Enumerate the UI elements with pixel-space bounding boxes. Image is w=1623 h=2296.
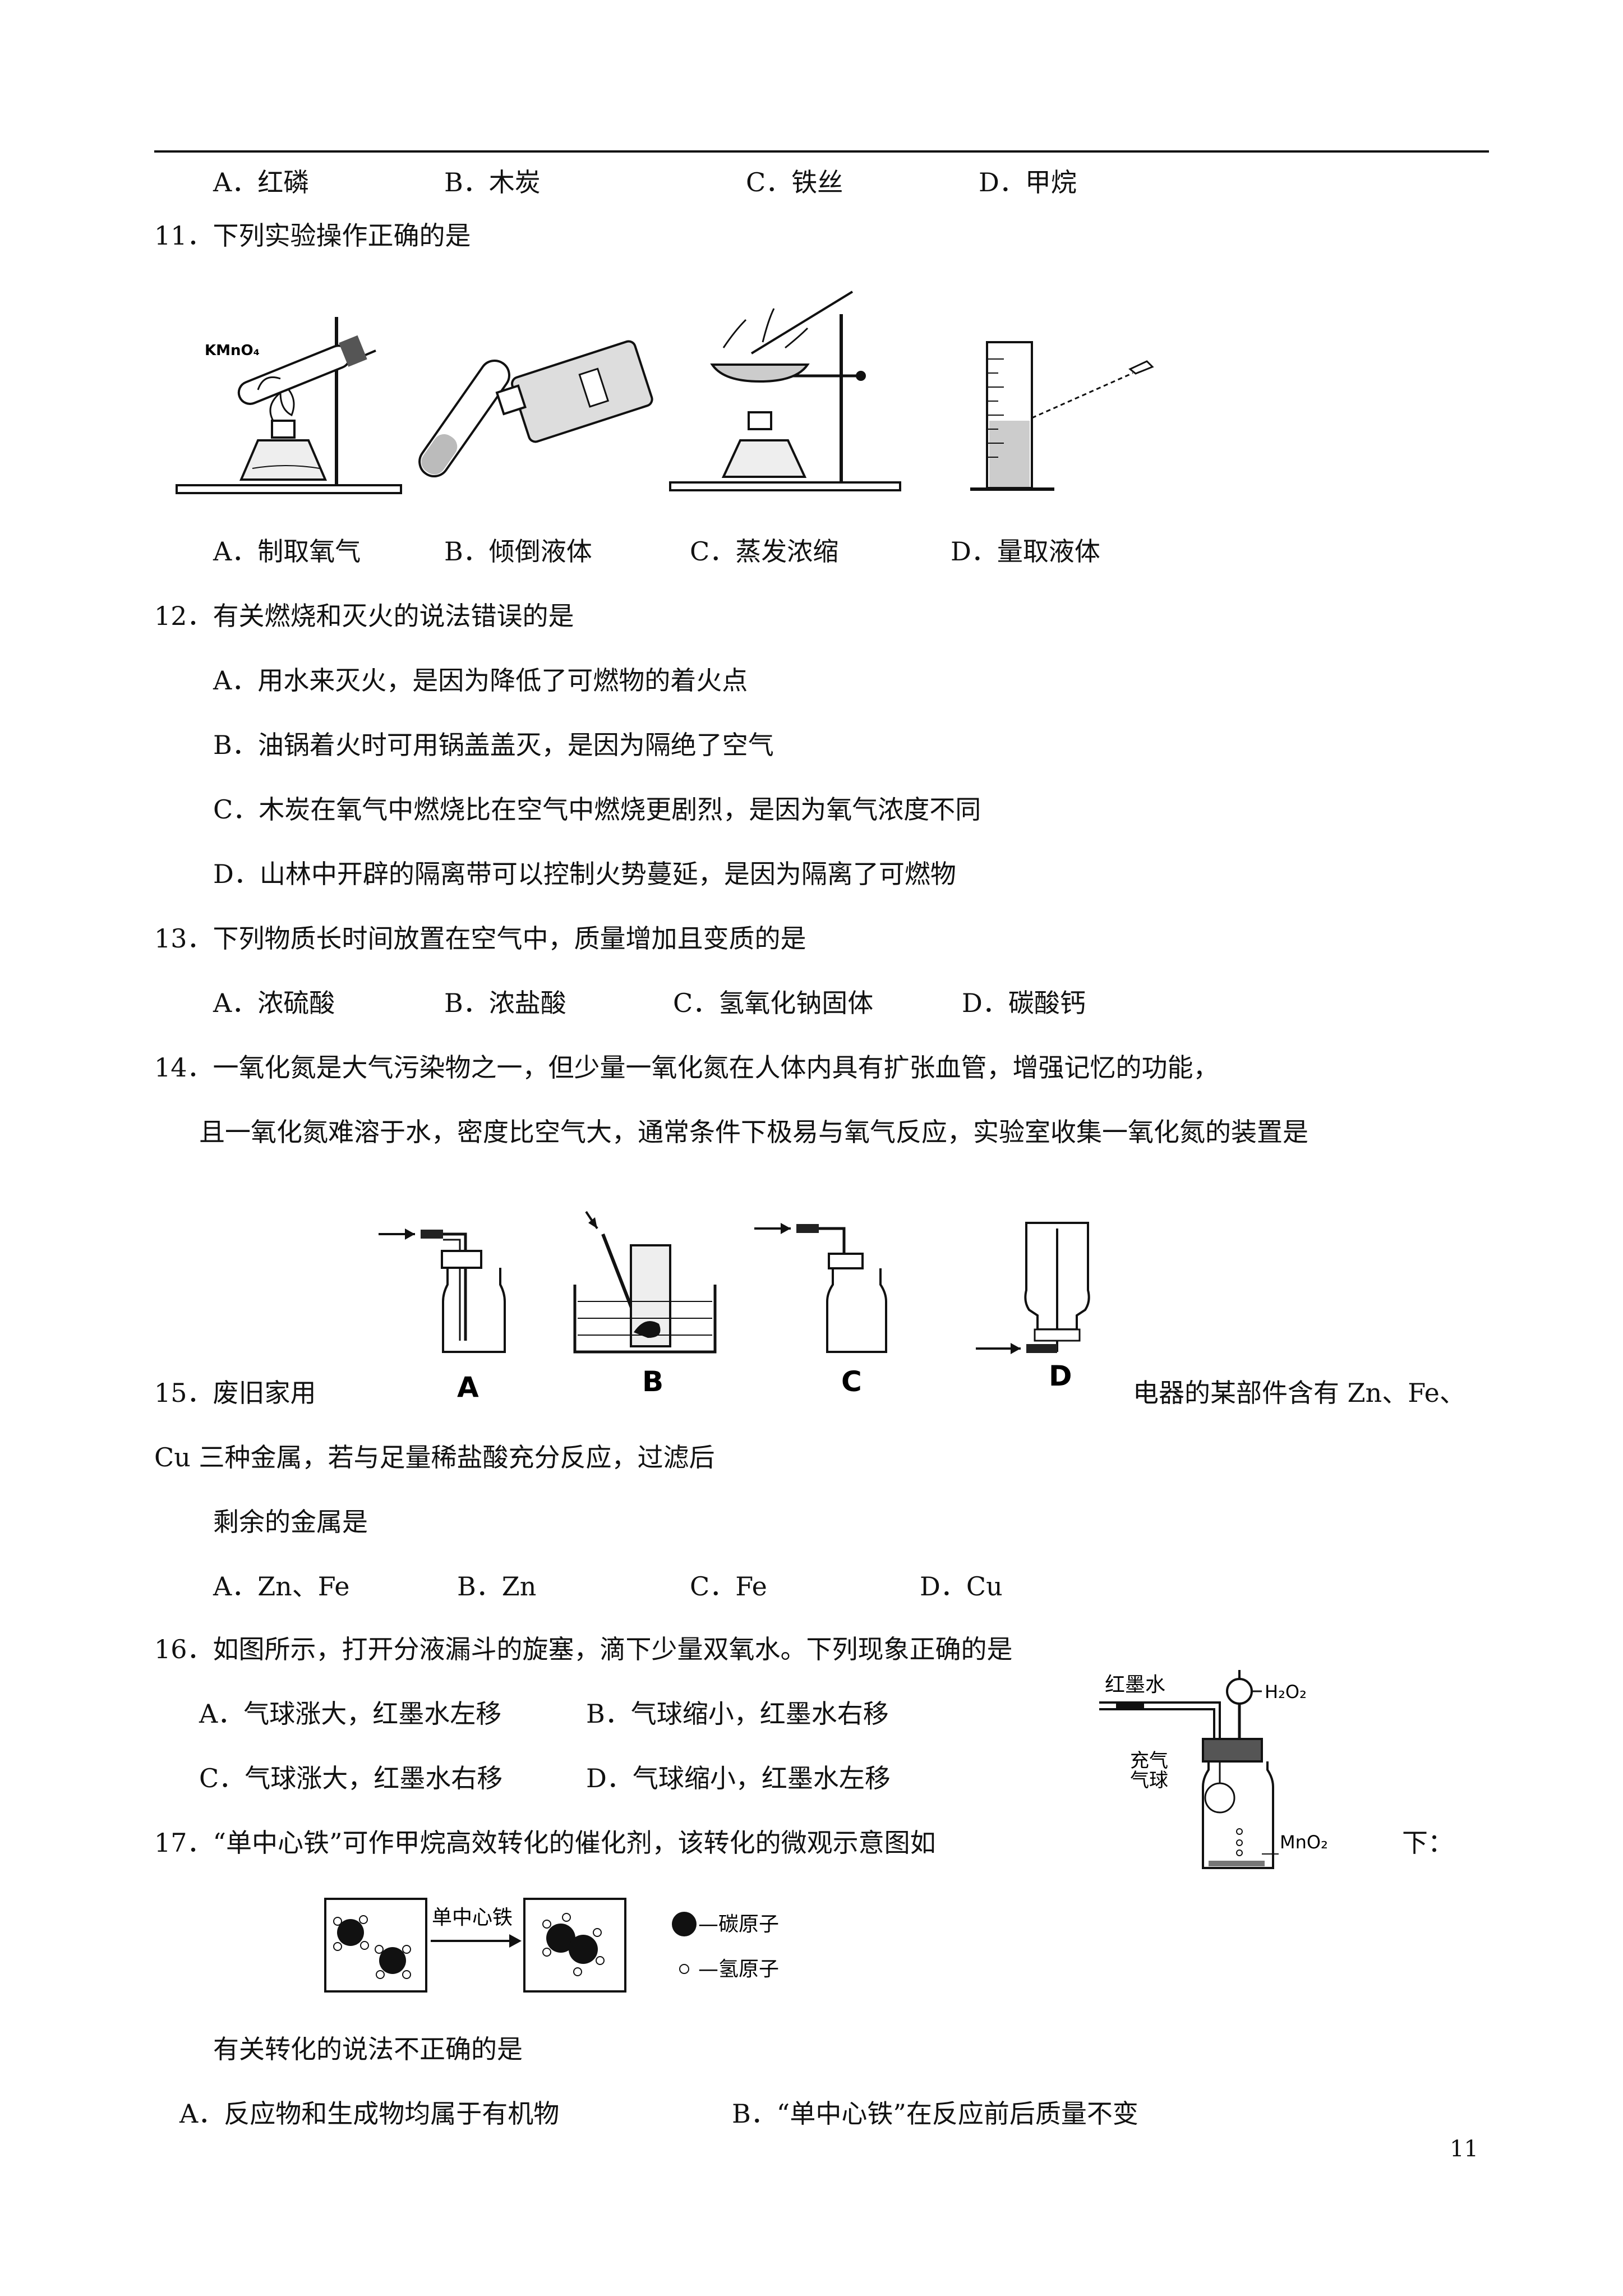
q11-figure-b — [418, 340, 653, 477]
q10-option-c: C．铁丝 — [746, 167, 843, 197]
q13-option-a: A．浓硫酸 — [213, 988, 335, 1018]
q11-stem: 11．下列实验操作正确的是 — [154, 220, 471, 251]
header-rule — [154, 150, 1489, 153]
q16-option-a: A．气球涨大，红墨水左移 — [199, 1699, 502, 1729]
q12-option-c: C．木炭在氧气中燃烧比在空气中燃烧更剧烈，是因为氧气浓度不同 — [213, 794, 981, 825]
q11-option-c: C．蒸发浓缩 — [690, 536, 839, 567]
q16-option-c: C．气球涨大，红墨水右移 — [199, 1763, 503, 1793]
q15-line1-start: 15．废旧家用 — [154, 1378, 316, 1408]
q10-option-a: A．红磷 — [213, 167, 310, 197]
q13-option-b: B．浓盐酸 — [444, 988, 566, 1018]
q11-option-a: A．制取氧气 — [213, 536, 361, 567]
q14-label-c: C — [841, 1365, 862, 1398]
q16-option-b: B．气球缩小，红墨水右移 — [586, 1699, 889, 1729]
q15-line3: 剩余的金属是 — [213, 1507, 368, 1537]
q17-stem-start: 17．“单中心铁”可作甲烷高效转化的催化剂，该转化的微观示意图如 — [154, 1828, 936, 1858]
q11-kmno4-label: KMnO₄ — [205, 342, 260, 359]
q13-option-c: C．氢氧化钠固体 — [673, 988, 874, 1018]
q11-figure-d — [970, 341, 1154, 491]
q14-label-b: B — [642, 1365, 663, 1398]
q11-option-b: B．倾倒液体 — [444, 536, 592, 567]
q14-figure-b: B — [573, 1211, 717, 1398]
q10-option-d: D．甲烷 — [979, 167, 1077, 197]
q14-figure-c: C — [754, 1223, 887, 1398]
q14-label-d: D — [1049, 1360, 1072, 1392]
q16-label-balloon-1: 充气 — [1130, 1750, 1168, 1772]
q17-legend-carbon: —碳原子 — [698, 1913, 779, 1936]
q15-option-d: D．Cu — [920, 1571, 1003, 1602]
q12-option-a: A．用水来灭火，是因为降低了可燃物的着火点 — [213, 665, 748, 696]
q17-arrow-label: 单中心铁 — [432, 1906, 513, 1929]
q12-option-b: B．油锅着火时可用锅盖盖灭，是因为隔绝了空气 — [213, 730, 774, 760]
q16-option-d: D．气球缩小，红墨水左移 — [586, 1763, 891, 1793]
q17-option-a: A．反应物和生成物均属于有机物 — [179, 2099, 560, 2129]
q13-option-d: D．碳酸钙 — [962, 988, 1086, 1018]
q17-micro-diagram: 单中心铁 —碳原子 —氢原子 — [324, 1898, 779, 1993]
q16-label-ink: 红墨水 — [1105, 1673, 1165, 1696]
q11-figure-c — [669, 291, 901, 491]
q11-figure-a: KMnO₄ — [176, 317, 402, 494]
q14-line2: 且一氧化氮难溶于水，密度比空气大，通常条件下极易与氧气反应，实验室收集一氧化氮的… — [199, 1117, 1308, 1147]
q12-stem: 12．有关燃烧和灭火的说法错误的是 — [154, 601, 574, 631]
q17-option-b: B．“单中心铁”在反应前后质量不变 — [732, 2099, 1138, 2129]
q14-label-a: A — [457, 1371, 479, 1404]
q16-label-balloon-2: 气球 — [1130, 1769, 1168, 1792]
q17-stem-end: 下： — [1402, 1828, 1454, 1858]
q15-option-c: C．Fe — [690, 1571, 767, 1602]
q15-option-b: B．Zn — [457, 1571, 537, 1602]
q13-stem: 13．下列物质长时间放置在空气中，质量增加且变质的是 — [154, 923, 806, 954]
q10-option-b: B．木炭 — [444, 167, 541, 197]
q11-option-d: D．量取液体 — [951, 536, 1100, 567]
q14-figure-a: A — [379, 1228, 506, 1404]
q12-option-d: D．山林中开辟的隔离带可以控制火势蔓延，是因为隔离了可燃物 — [213, 859, 956, 889]
q16-label-mno2: MnO₂ — [1280, 1832, 1328, 1853]
q16-apparatus-figure: 红墨水 H₂O₂ 充气 气球 MnO₂ — [1099, 1670, 1328, 1869]
q15-option-a: A．Zn、Fe — [213, 1571, 350, 1602]
q16-stem: 16．如图所示，打开分液漏斗的旋塞，滴下少量双氧水。下列现象正确的是 — [154, 1634, 1013, 1664]
page-number: 11 — [1450, 2136, 1478, 2162]
q14-figure-d: D — [976, 1222, 1090, 1392]
q16-label-h2o2: H₂O₂ — [1265, 1681, 1307, 1703]
q14-line1: 14．一氧化氮是大气污染物之一，但少量一氧化氮在人体内具有扩张血管，增强记忆的功… — [154, 1052, 1219, 1083]
q15-line2: Cu 三种金属，若与足量稀盐酸充分反应，过滤后 — [154, 1442, 715, 1473]
q15-line1-end: 电器的某部件含有 Zn、Fe、 — [1133, 1378, 1465, 1408]
q17-sub-stem: 有关转化的说法不正确的是 — [213, 2034, 523, 2064]
q17-legend-hydrogen: —氢原子 — [698, 1958, 779, 1981]
